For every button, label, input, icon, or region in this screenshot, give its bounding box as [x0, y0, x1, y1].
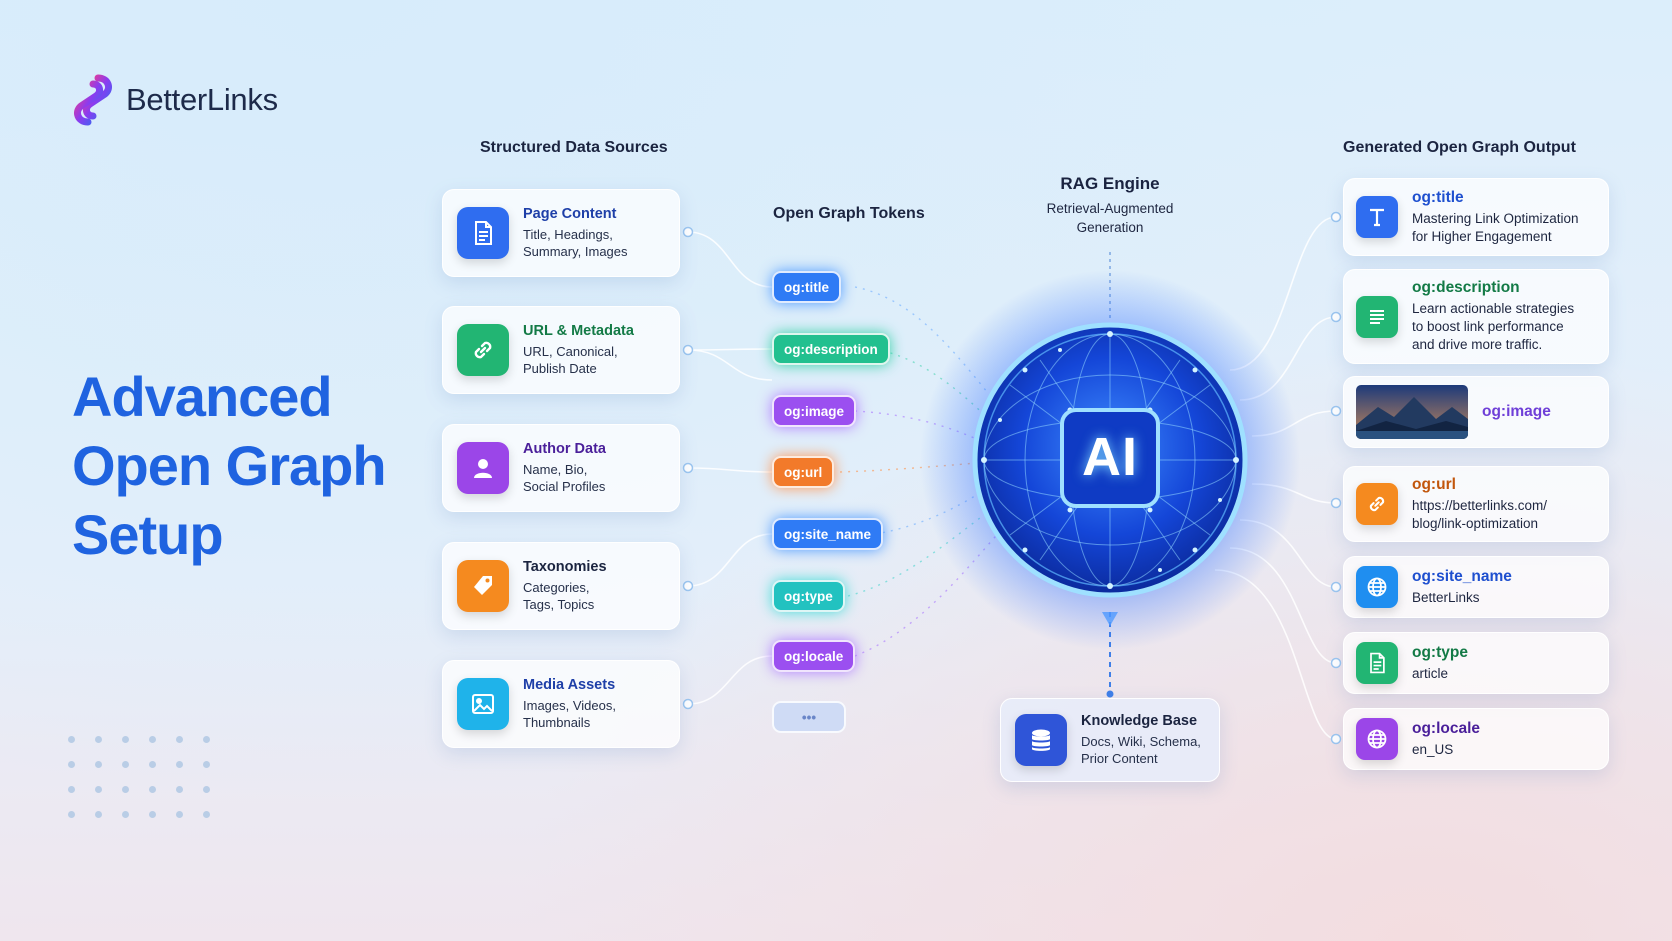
token-og-title[interactable]: og:title	[772, 271, 841, 303]
source-connectors	[687, 231, 773, 705]
token-more[interactable]: •••	[772, 701, 846, 733]
token-og-site-name[interactable]: og:site_name	[772, 518, 884, 550]
decorative-dot-grid	[68, 736, 211, 819]
hero-title: Advanced Open Graph Setup	[72, 362, 402, 569]
output-card-og-image[interactable]: og:image	[1343, 376, 1609, 448]
token-og-url[interactable]: og:url	[772, 456, 835, 488]
tag-icon	[457, 560, 509, 612]
output-card-og-description[interactable]: og:description Learn actionable strategi…	[1343, 269, 1609, 364]
brand-name: BetterLinks	[126, 82, 278, 117]
output-card-og-locale[interactable]: og:locale en_US	[1343, 708, 1609, 770]
sources-heading: Structured Data Sources	[480, 139, 668, 156]
source-title: Media Assets	[523, 677, 616, 693]
rag-engine-subtitle: Retrieval-Augmented Generation	[1046, 201, 1174, 235]
source-title: URL & Metadata	[523, 323, 634, 339]
globe-icon	[1356, 718, 1398, 760]
output-card-og-type[interactable]: og:type article	[1343, 632, 1609, 694]
token-og-type[interactable]: og:type	[772, 580, 845, 612]
hero-title-line-3: Setup	[72, 503, 224, 566]
mountain-image	[1356, 385, 1468, 439]
source-connector-dots	[682, 226, 694, 710]
text-t-icon	[1356, 196, 1398, 238]
token-og-description[interactable]: og:description	[772, 333, 890, 365]
output-card-og-url[interactable]: og:url https://betterlinks.com/ blog/lin…	[1343, 466, 1609, 542]
database-icon	[1015, 714, 1067, 766]
tokens-heading: Open Graph Tokens	[773, 205, 925, 222]
source-card-author-data[interactable]: Author Data Name, Bio, Social Profiles	[442, 424, 680, 512]
source-title: Taxonomies	[523, 559, 607, 575]
knowledge-base-card[interactable]: Knowledge Base Docs, Wiki, Schema, Prior…	[1000, 698, 1220, 782]
output-heading: Generated Open Graph Output	[1343, 139, 1576, 156]
user-icon	[457, 442, 509, 494]
token-og-image[interactable]: og:image	[772, 395, 857, 427]
source-title: Page Content	[523, 206, 617, 222]
lines-icon	[1356, 295, 1398, 338]
output-card-og-site-name[interactable]: og:site_name BetterLinks	[1343, 556, 1609, 618]
source-card-media-assets[interactable]: Media Assets Images, Videos, Thumbnails	[442, 660, 680, 748]
output-card-og-title[interactable]: og:title Mastering Link Optimization for…	[1343, 178, 1609, 256]
link-icon	[1356, 483, 1398, 525]
brand-logo[interactable]: BetterLinks	[72, 74, 278, 126]
source-card-taxonomies[interactable]: Taxonomies Categories, Tags, Topics	[442, 542, 680, 630]
document-icon	[457, 207, 509, 259]
output-connector-dots	[1330, 211, 1342, 745]
link-icon	[457, 324, 509, 376]
knowledge-base-title: Knowledge Base	[1081, 713, 1198, 729]
source-card-url-metadata[interactable]: URL & Metadata URL, Canonical, Publish D…	[442, 306, 680, 394]
source-card-page-content[interactable]: Page Content Title, Headings, Summary, I…	[442, 189, 680, 277]
ai-orb	[920, 270, 1300, 650]
ai-label: AI	[1082, 427, 1138, 487]
rag-engine-heading: RAG Engine	[1060, 174, 1160, 193]
image-icon	[457, 678, 509, 730]
document-icon	[1356, 642, 1398, 684]
globe-icon	[1356, 566, 1398, 608]
source-title: Author Data	[523, 441, 606, 457]
betterlinks-logo-icon	[74, 74, 112, 126]
token-og-locale[interactable]: og:locale	[772, 640, 856, 672]
hero-title-line-1: Advanced	[72, 365, 333, 428]
hero-title-line-2: Open Graph	[72, 434, 387, 497]
